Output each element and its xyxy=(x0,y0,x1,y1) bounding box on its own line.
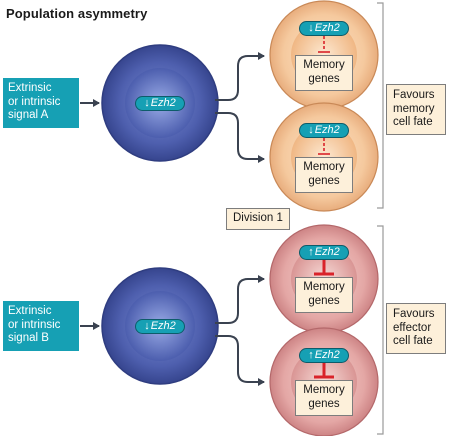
branch-arrow-a-bottom xyxy=(215,112,265,163)
ezh2-low-pill-memory-1: ↓Ezh2 xyxy=(299,21,349,36)
memory-genes-line-2: genes xyxy=(308,174,340,187)
strong-inhibition-1 xyxy=(314,260,334,276)
memory-genes-box-4: Memory genes xyxy=(295,380,353,416)
memory-genes-line-1: Memory xyxy=(303,281,345,293)
memory-genes-line-1: Memory xyxy=(303,59,345,71)
weak-inhibition-2 xyxy=(318,138,330,155)
memory-genes-line-1: Memory xyxy=(303,384,345,396)
gene-label: Ezh2 xyxy=(314,124,340,136)
memory-genes-box-2: Memory genes xyxy=(295,157,353,193)
branch-arrow-b-bottom xyxy=(215,335,265,386)
memory-fate-label: Favours memory cell fate xyxy=(386,84,446,135)
gene-label: Ezh2 xyxy=(314,246,340,258)
memory-genes-line-2: genes xyxy=(308,294,340,307)
effector-fate-line-2: effector xyxy=(393,321,432,334)
up-arrow-icon: ↑ xyxy=(308,246,314,258)
signal-b-box: Extrinsic or intrinsic signal B xyxy=(3,301,79,351)
effector-fate-line-1: Favours xyxy=(393,308,435,320)
ezh2-low-pill-parent-a: ↓Ezh2 xyxy=(135,96,185,111)
signal-b-line-1: Extrinsic xyxy=(8,305,52,317)
bracket-effector xyxy=(377,225,384,435)
memory-fate-line-1: Favours xyxy=(393,89,435,101)
branch-arrow-a-top xyxy=(215,52,265,101)
memory-genes-line-2: genes xyxy=(308,397,340,410)
memory-genes-box-1: Memory genes xyxy=(295,55,353,91)
down-arrow-icon: ↓ xyxy=(308,124,314,136)
bracket-memory xyxy=(377,2,384,209)
ezh2-high-pill-effector-2: ↑Ezh2 xyxy=(299,348,349,363)
branch-arrow-b-top xyxy=(215,275,265,324)
memory-genes-line-2: genes xyxy=(308,72,340,85)
down-arrow-icon: ↓ xyxy=(144,97,150,109)
memory-fate-line-3: cell fate xyxy=(393,116,433,128)
signal-b-line-3: signal B xyxy=(8,332,49,344)
memory-fate-line-2: memory xyxy=(393,102,435,115)
gene-label: Ezh2 xyxy=(150,97,176,109)
weak-inhibition-1 xyxy=(318,36,330,53)
signal-a-box: Extrinsic or intrinsic signal A xyxy=(3,78,79,128)
ezh2-low-pill-memory-2: ↓Ezh2 xyxy=(299,123,349,138)
strong-inhibition-2 xyxy=(314,363,334,379)
signal-a-line-1: Extrinsic xyxy=(8,82,52,94)
memory-genes-box-3: Memory genes xyxy=(295,277,353,313)
signal-a-line-2: or intrinsic xyxy=(8,95,61,108)
signal-b-line-2: or intrinsic xyxy=(8,318,61,331)
diagram-title: Population asymmetry xyxy=(6,6,148,21)
gene-label: Ezh2 xyxy=(314,22,340,34)
signal-a-line-3: signal A xyxy=(8,109,49,121)
up-arrow-icon: ↑ xyxy=(308,349,314,361)
ezh2-low-pill-parent-b: ↓Ezh2 xyxy=(135,319,185,334)
gene-label: Ezh2 xyxy=(150,320,176,332)
down-arrow-icon: ↓ xyxy=(308,22,314,34)
division-label: Division 1 xyxy=(226,208,290,230)
effector-fate-line-3: cell fate xyxy=(393,335,433,347)
ezh2-high-pill-effector-1: ↑Ezh2 xyxy=(299,245,349,260)
down-arrow-icon: ↓ xyxy=(144,320,150,332)
gene-label: Ezh2 xyxy=(314,349,340,361)
effector-fate-label: Favours effector cell fate xyxy=(386,303,446,354)
memory-genes-line-1: Memory xyxy=(303,161,345,173)
